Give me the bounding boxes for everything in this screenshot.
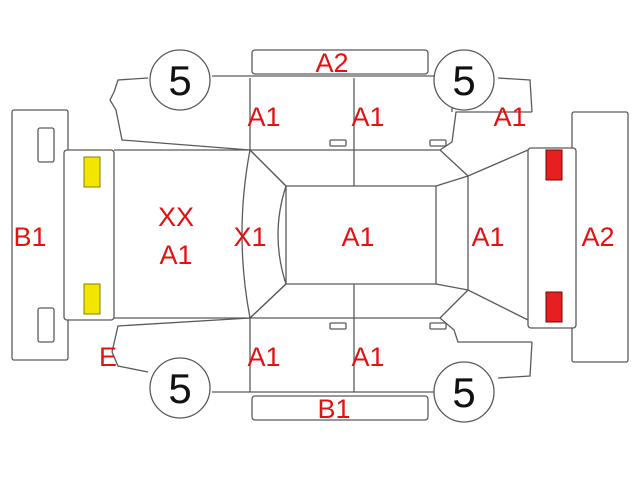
top-side-panels — [109, 49, 533, 151]
rear-window-outline — [435, 175, 469, 291]
grade-hood: A1 — [159, 240, 192, 270]
tire-rear-left: 5 — [433, 49, 495, 111]
front-fascia — [63, 149, 115, 321]
headlamp-bottom — [83, 283, 101, 315]
tire-front-right-value: 5 — [168, 365, 191, 412]
top-rocker-panel — [251, 49, 429, 75]
car-body-top-view — [114, 149, 529, 321]
grade-windshield: X1 — [233, 222, 266, 252]
grade-top-rear-door: A1 — [351, 102, 384, 132]
bottom-rocker-panel — [251, 395, 429, 421]
grade-trunk: A1 — [471, 222, 504, 252]
tail-lamp-bottom — [545, 291, 563, 323]
windshield-outline — [241, 149, 287, 319]
trunk-outline — [439, 149, 529, 321]
tire-front-left: 5 — [149, 49, 211, 111]
tire-front-right: 5 — [149, 357, 211, 419]
grade-roof: A1 — [341, 222, 374, 252]
tail-lamp-top — [545, 149, 563, 181]
grade-bottom-rocker: B1 — [317, 394, 350, 424]
tire-rear-right: 5 — [433, 361, 495, 423]
grade-bottom-front-door: A1 — [247, 342, 280, 372]
tire-front-left-value: 5 — [168, 57, 191, 104]
grade-top-rocker: A2 — [315, 48, 348, 78]
headlamp-top — [83, 156, 101, 188]
grade-front-bumper: B1 — [13, 222, 46, 252]
grade-bottom-front-fender: E — [99, 342, 117, 372]
bottom-side-panels — [111, 317, 533, 421]
front-fog-lamp-bottom — [37, 307, 55, 343]
rear-fascia — [527, 147, 577, 329]
roof-outline — [277, 185, 437, 285]
grade-rear-bumper: A2 — [581, 222, 614, 252]
grade-top-rear-quarter: A1 — [493, 102, 526, 132]
tire-rear-right-value: 5 — [452, 369, 475, 416]
hood-outline — [114, 149, 287, 319]
grade-top-front-door: A1 — [247, 102, 280, 132]
grade-bottom-rear-door: A1 — [351, 342, 384, 372]
front-fog-lamp-top — [37, 127, 55, 163]
tire-rear-left-value: 5 — [452, 57, 475, 104]
grade-hood-xx: XX — [158, 202, 194, 232]
